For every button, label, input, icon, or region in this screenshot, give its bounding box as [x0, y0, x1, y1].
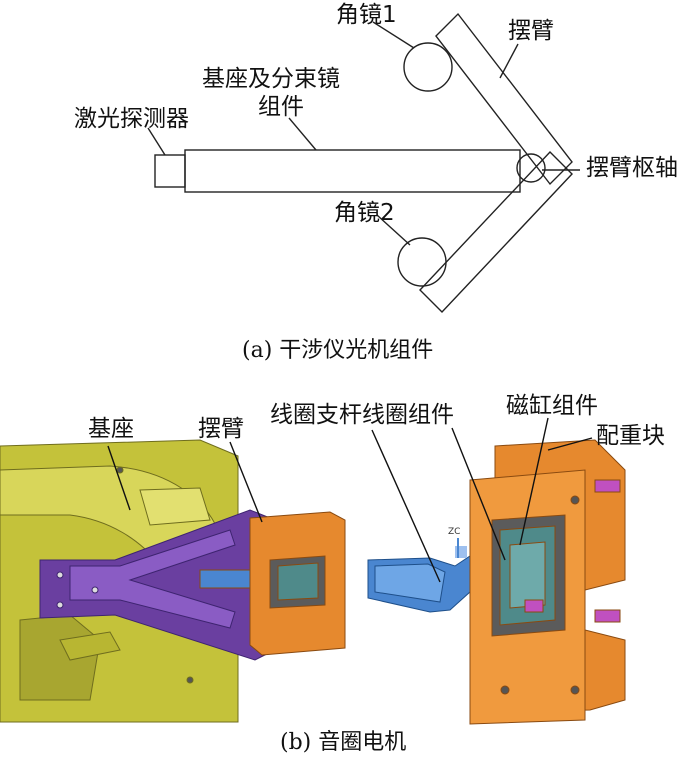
- label-coil-rod-coil-assembly: 线圈支杆线圈组件: [270, 402, 454, 428]
- caption-a: (a) 干涉仪光机组件: [242, 338, 434, 363]
- corner-mirror-1-circle: [403, 42, 453, 92]
- label-swing-arm-b: 摆臂: [198, 416, 244, 442]
- label-swing-arm-a: 摆臂: [508, 18, 554, 44]
- label-counterweight: 配重块: [596, 423, 665, 449]
- caption-b: (b) 音圈电机: [280, 730, 407, 755]
- leader-coil-rod: [371, 429, 441, 583]
- base-beam: [184, 149, 521, 193]
- label-base-beam-splitter-line2: 组件: [258, 94, 304, 120]
- laser-detector-box: [154, 154, 186, 188]
- zc-axis: ZC: [448, 527, 460, 558]
- label-base-beam-splitter-line1: 基座及分束镜: [202, 66, 340, 92]
- label-corner-mirror-2: 角镜2: [334, 200, 395, 226]
- leaders-b: [107, 417, 593, 583]
- swing-arm-upper: [435, 12, 573, 186]
- label-corner-mirror-1: 角镜1: [336, 2, 397, 28]
- corner-mirror-2-circle: [397, 237, 447, 287]
- schematic-a: [147, 12, 580, 314]
- leader-magnet: [519, 417, 549, 546]
- label-laser-detector: 激光探测器: [74, 106, 189, 132]
- label-magnet-assembly: 磁缸组件: [506, 393, 598, 419]
- leader-coil-assembly: [451, 427, 506, 561]
- leader-base: [288, 117, 317, 151]
- swing-arm-lower: [419, 150, 573, 314]
- leader-swing-arm: [499, 43, 519, 79]
- label-swing-arm-pivot: 摆臂枢轴: [586, 155, 678, 181]
- label-base-b: 基座: [88, 416, 134, 442]
- leader-mirror2: [376, 214, 411, 246]
- magnet-counterweight-body: [469, 439, 626, 725]
- leader-detector: [147, 127, 166, 156]
- pivot-circle: [516, 153, 546, 183]
- leader-counterweight: [547, 437, 593, 451]
- leader-mirror1: [372, 21, 415, 49]
- leader-base-b: [107, 445, 131, 511]
- zc-axis-label: ZC: [448, 527, 460, 537]
- render-b: ZC: [0, 417, 626, 725]
- leader-swing-arm-b: [229, 441, 263, 523]
- arm-end-block: [199, 511, 346, 656]
